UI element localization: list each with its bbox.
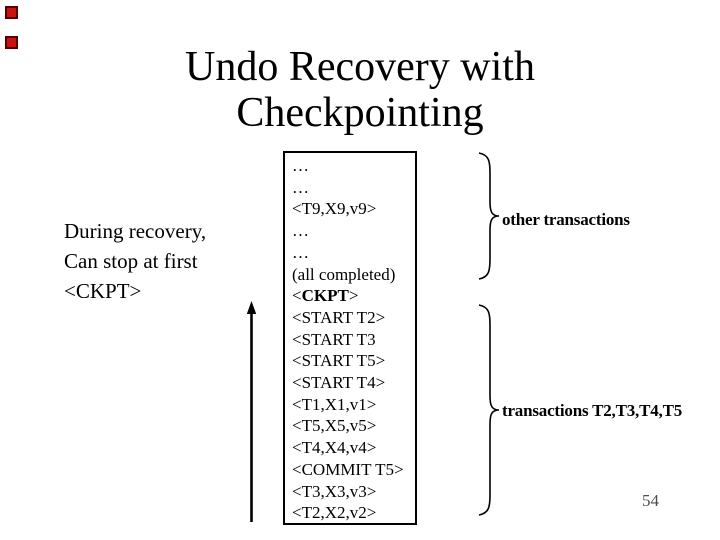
log-line: … bbox=[292, 177, 309, 197]
label-other-transactions: other transactions bbox=[502, 210, 630, 229]
log-line: <COMMIT T5> bbox=[292, 459, 404, 479]
log-line: <T9,X9,v9> bbox=[292, 199, 377, 219]
slide-decor-square bbox=[5, 6, 18, 19]
log-line: <START T5> bbox=[292, 351, 386, 371]
page-number: 54 bbox=[642, 491, 659, 510]
brace-transactions bbox=[478, 304, 500, 516]
brace-other-transactions bbox=[478, 152, 500, 280]
log-line: … bbox=[292, 242, 309, 262]
log-line: <START T3 bbox=[292, 329, 376, 349]
label-transactions-t2-t5: transactions T2,T3,T4,T5 bbox=[502, 401, 683, 420]
upward-time-arrow bbox=[246, 301, 257, 522]
log-line: <START T2> bbox=[292, 307, 386, 327]
slide-decor-square bbox=[5, 36, 18, 49]
log-line: <T3,X3,v3> bbox=[292, 481, 377, 501]
log-records-box: … … <T9,X9,v9> … … (all completed) <CKPT… bbox=[283, 151, 417, 525]
log-line: <T4,X4,v4> bbox=[292, 438, 377, 458]
log-line: <START T4> bbox=[292, 373, 386, 393]
slide-title: Undo Recovery with Checkpointing bbox=[185, 44, 535, 136]
log-line: <T5,X5,v5> bbox=[292, 416, 377, 436]
log-line: … bbox=[292, 156, 309, 175]
log-line: (all completed) bbox=[292, 264, 396, 284]
recovery-note-text: During recovery, Can stop at first <CKPT… bbox=[64, 219, 207, 303]
log-line: <T2,X2,v2> bbox=[292, 503, 377, 523]
log-line: <T1,X1,v1> bbox=[292, 394, 377, 414]
log-line: … bbox=[292, 221, 309, 241]
log-line: <CKPT> bbox=[292, 286, 359, 306]
